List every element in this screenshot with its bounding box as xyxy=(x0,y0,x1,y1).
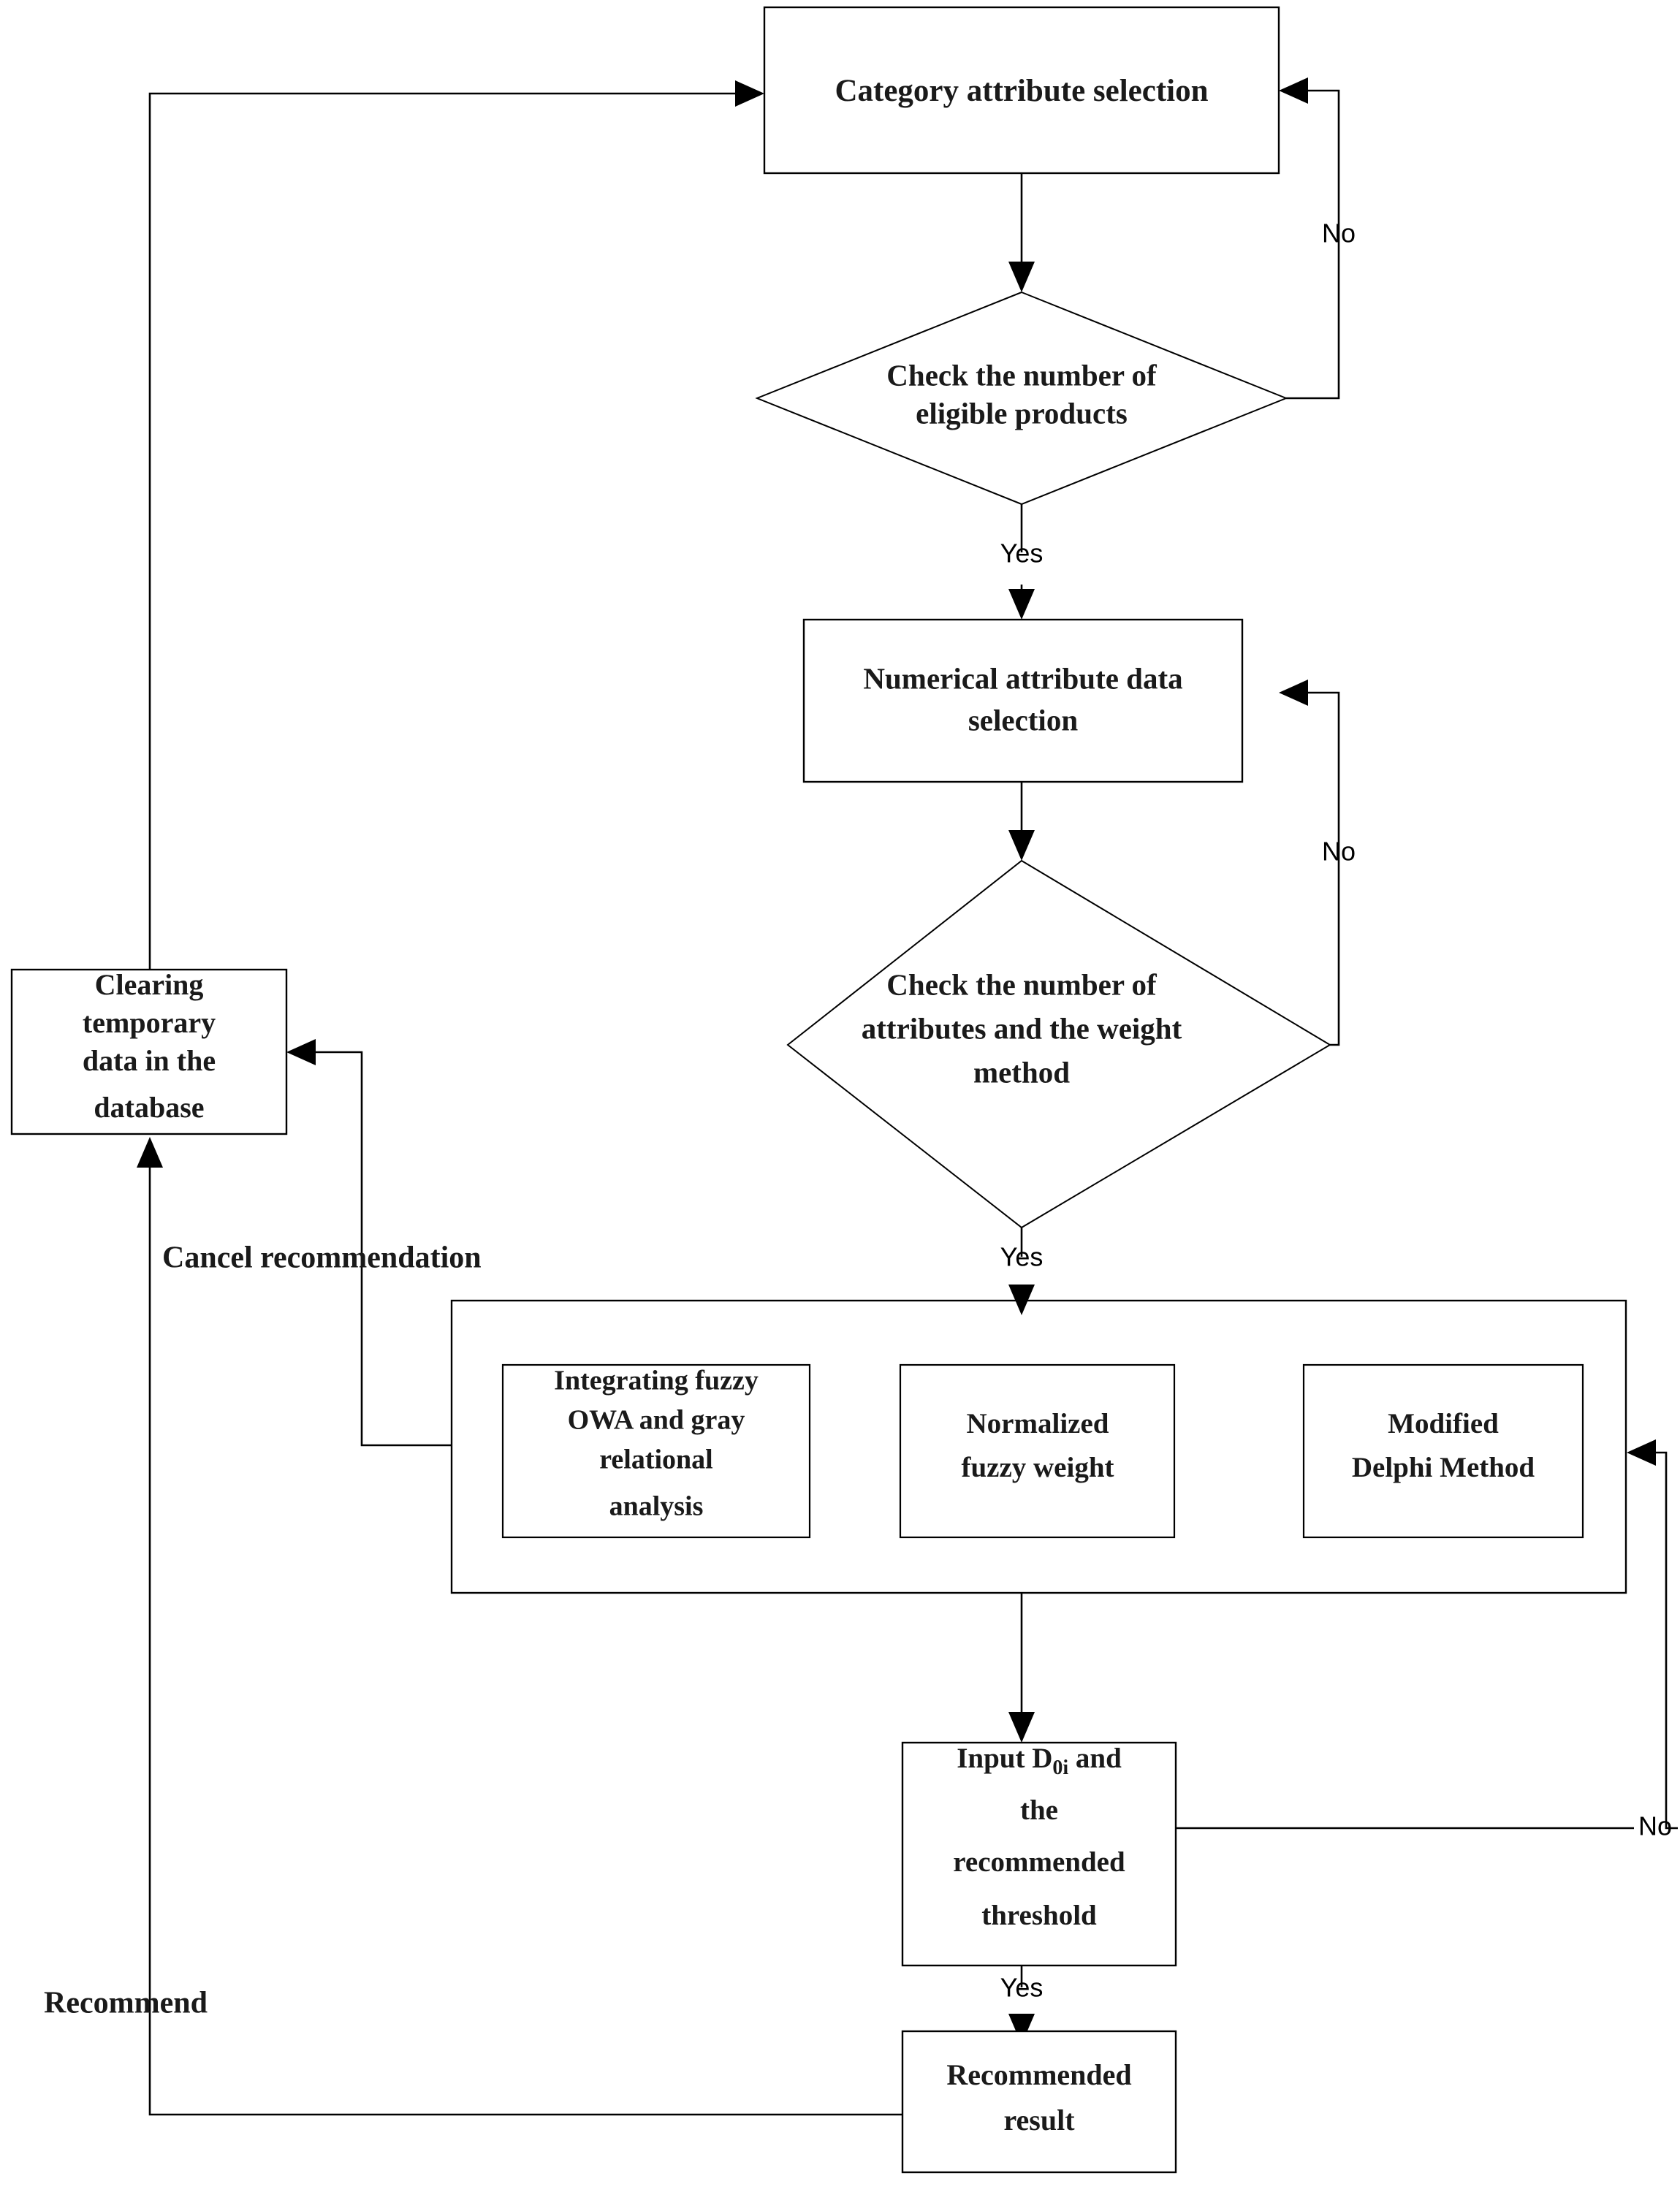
node-normalized-fuzzy-weight[interactable]: Normalized fuzzy weight xyxy=(899,1363,1176,1539)
edge-yes-threshold xyxy=(1008,1965,1035,2044)
node-label-normalized-fuzzy-weight-line2: fuzzy weight xyxy=(961,1452,1114,1483)
edge-label-yes-attributes-weight: Yes xyxy=(1000,1242,1044,1272)
node-label-integrating-fuzzy-owa-line4: analysis xyxy=(609,1491,704,1522)
edge-label-yes-threshold: Yes xyxy=(1000,1973,1044,2003)
node-label-input-threshold-line2: the xyxy=(1020,1795,1058,1826)
node-clearing-temporary-data[interactable]: Clearing temporary data in the database xyxy=(10,968,288,1135)
edge-label-no-threshold: No xyxy=(1638,1811,1672,1841)
node-label-check-eligible-products-line1: Check the number of xyxy=(886,358,1158,392)
edge-no-eligible-products xyxy=(1279,77,1340,400)
node-label-input-threshold-line3: recommended xyxy=(953,1846,1125,1878)
edge-no-attributes-weight xyxy=(1279,680,1340,1046)
node-label-check-attributes-weight-line2: attributes and the weight xyxy=(862,1011,1182,1045)
node-label-clearing-line1: Clearing xyxy=(95,968,204,1001)
edge-container-to-input xyxy=(1008,1593,1035,1743)
edge-cancel-recommendation xyxy=(286,1039,452,1447)
node-check-eligible-products[interactable]: Check the number of eligible products xyxy=(755,291,1288,506)
node-numerical-attribute-selection[interactable]: Numerical attribute data selection xyxy=(802,618,1244,783)
node-label-input-threshold-line4: threshold xyxy=(981,1900,1097,1931)
node-integrating-fuzzy-owa[interactable]: Integrating fuzzy OWA and gray relationa… xyxy=(501,1363,811,1539)
node-label-modified-delphi-method-line2: Delphi Method xyxy=(1352,1452,1535,1483)
node-label-numerical-attribute-selection-line2: selection xyxy=(968,703,1078,737)
edge-numerical-to-check-attributes xyxy=(1008,782,1035,861)
node-input-threshold[interactable]: Input D0i and the recommended threshold xyxy=(901,1741,1177,1967)
edge-label-cancel-recommendation: Cancel recommendation xyxy=(162,1241,482,1275)
node-label-clearing-line3: data in the xyxy=(83,1044,216,1077)
edge-category-to-check-products xyxy=(1008,173,1035,292)
node-category-attribute-selection[interactable]: Category attribute selection xyxy=(763,6,1280,175)
edge-yes-eligible-products xyxy=(1008,504,1035,620)
node-label-check-attributes-weight-line1: Check the number of xyxy=(886,967,1158,1001)
node-label-input-threshold-line1: Input D0i and xyxy=(957,1743,1122,1779)
node-method-container xyxy=(450,1299,1627,1594)
node-check-attributes-weight[interactable]: Check the number of attributes and the w… xyxy=(786,859,1331,1229)
edge-clearing-to-category xyxy=(148,80,764,970)
node-label-modified-delphi-method-line1: Modified xyxy=(1388,1408,1499,1439)
edge-no-threshold xyxy=(1176,1439,1678,1830)
node-label-clearing-line4: database xyxy=(94,1091,204,1124)
node-label-integrating-fuzzy-owa-line2: OWA and gray xyxy=(568,1405,745,1436)
node-label-recommended-result-line1: Recommended xyxy=(946,2058,1131,2091)
node-label-normalized-fuzzy-weight-line1: Normalized xyxy=(967,1408,1109,1439)
node-label-check-eligible-products-line2: eligible products xyxy=(916,396,1128,430)
edge-recommend xyxy=(137,1137,902,2116)
node-label-integrating-fuzzy-owa-line3: relational xyxy=(599,1445,713,1475)
input-threshold-subscript: 0i xyxy=(1052,1757,1068,1779)
edge-label-yes-eligible-products: Yes xyxy=(1000,539,1044,568)
edge-label-no-attributes-weight: No xyxy=(1322,837,1356,867)
node-label-clearing-line2: temporary xyxy=(83,1006,216,1039)
edge-label-recommend: Recommend xyxy=(44,1987,208,2020)
node-label-integrating-fuzzy-owa-line1: Integrating fuzzy xyxy=(554,1366,759,1396)
node-label-numerical-attribute-selection-line1: Numerical attribute data xyxy=(863,661,1182,695)
node-recommended-result[interactable]: Recommended result xyxy=(901,2030,1177,2174)
edge-label-no-eligible-products: No xyxy=(1322,218,1356,248)
node-label-recommended-result-line2: result xyxy=(1003,2104,1075,2136)
node-label-category-attribute-selection: Category attribute selection xyxy=(835,74,1208,108)
input-threshold-prefix: Input D xyxy=(957,1743,1052,1774)
node-label-check-attributes-weight-line3: method xyxy=(973,1055,1070,1089)
input-threshold-suffix: and xyxy=(1068,1743,1122,1774)
node-modified-delphi-method[interactable]: Modified Delphi Method xyxy=(1302,1363,1584,1539)
